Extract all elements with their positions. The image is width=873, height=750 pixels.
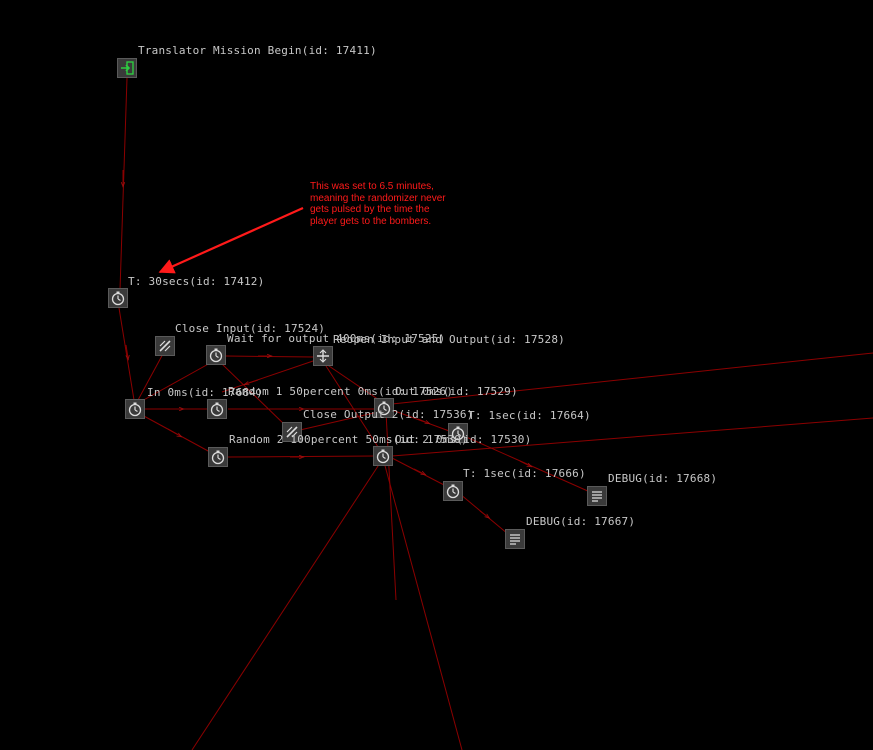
connection-line xyxy=(299,411,379,431)
annotation-line: gets pulsed by the time the xyxy=(310,204,430,215)
timer-node-t30[interactable] xyxy=(108,288,128,308)
connection-line xyxy=(391,352,873,405)
connection-arrow xyxy=(126,344,128,358)
annotation-arrow xyxy=(158,206,304,274)
timer-node-t1sec-a[interactable] xyxy=(448,423,468,443)
annotation-line: This was set to 6.5 minutes, xyxy=(310,181,434,192)
gate-icon xyxy=(286,426,298,438)
connection-arrow xyxy=(413,468,424,474)
connection-line xyxy=(137,351,165,401)
annotation-line: player gets to the bombers. xyxy=(310,215,432,227)
node-label: In 0ms(id: 17684) xyxy=(147,386,263,399)
timer-icon xyxy=(111,291,125,306)
gate-node-close-output[interactable] xyxy=(282,422,302,442)
timer-node-t1sec-b[interactable] xyxy=(443,481,463,501)
connection-line xyxy=(325,363,383,403)
timer-node-out0[interactable] xyxy=(374,398,394,418)
annotation-note: This was set to 6.5 minutes, meaning the… xyxy=(310,181,480,227)
connection-arrow xyxy=(417,418,428,423)
node-label: Random 1 50percent 0ms(id: 17526) xyxy=(228,385,454,398)
connection-line xyxy=(383,461,463,750)
connection-line xyxy=(221,359,317,393)
gate-node-close-input[interactable] xyxy=(155,336,175,356)
annotation-line: meaning the randomizer never xyxy=(310,192,446,204)
timer-icon xyxy=(128,402,142,417)
timer-node-random1[interactable] xyxy=(207,399,227,419)
timer-node-random2[interactable] xyxy=(208,447,228,467)
node-label: Random 2 100percent 50ms(id: 17530) xyxy=(229,433,468,446)
gate-open-icon xyxy=(317,349,329,363)
connection-line xyxy=(325,365,381,451)
timer-icon xyxy=(376,449,390,464)
node-label: T: 30secs(id: 17412) xyxy=(128,275,265,288)
timer-icon xyxy=(377,401,391,416)
log-icon xyxy=(592,491,602,502)
timer-icon xyxy=(210,402,224,417)
node-label: Out 2 0ms(id: 17530) xyxy=(395,433,532,446)
node-label: Close Output 2(id: 17536) xyxy=(303,408,474,421)
timer-icon xyxy=(446,484,460,499)
node-label: Reopen Input and Output(id: 17528) xyxy=(333,333,565,346)
connection-arrow xyxy=(246,379,259,384)
log-icon xyxy=(510,534,520,545)
node-label: Translator Mission Begin(id: 17411) xyxy=(138,44,377,57)
node-label: Out 0ms(id: 17529) xyxy=(395,385,518,398)
debug-node-2[interactable] xyxy=(505,529,525,549)
timer-node-out2[interactable] xyxy=(373,446,393,466)
connection-arrow xyxy=(519,460,530,466)
timer-icon xyxy=(209,348,223,363)
connection-line xyxy=(385,411,397,601)
gate-icon xyxy=(159,340,171,352)
gate-node-reopen[interactable] xyxy=(313,346,333,366)
timer-node-in0[interactable] xyxy=(125,399,145,419)
node-label: T: 1sec(id: 17666) xyxy=(463,467,586,480)
connection-line xyxy=(221,363,287,427)
connection-line xyxy=(139,361,213,403)
mission-begin-node[interactable] xyxy=(117,58,137,78)
connection-arrow xyxy=(479,510,488,517)
node-label: Wait for output 400ms(id: 17525) xyxy=(227,332,446,345)
enter-icon xyxy=(121,61,134,75)
connection-line xyxy=(191,459,383,750)
connection-arrow xyxy=(167,428,180,436)
connection-line xyxy=(118,307,135,401)
timer-icon xyxy=(211,450,225,465)
node-label: T: 1sec(id: 17664) xyxy=(468,409,591,422)
connection-line xyxy=(391,417,873,457)
debug-node-1[interactable] xyxy=(587,486,607,506)
node-label: DEBUG(id: 17668) xyxy=(608,472,718,485)
timer-node-wait-output[interactable] xyxy=(206,345,226,365)
timer-icon xyxy=(451,426,465,441)
node-label: Close Input(id: 17524) xyxy=(175,322,326,335)
node-label: DEBUG(id: 17667) xyxy=(526,515,636,528)
